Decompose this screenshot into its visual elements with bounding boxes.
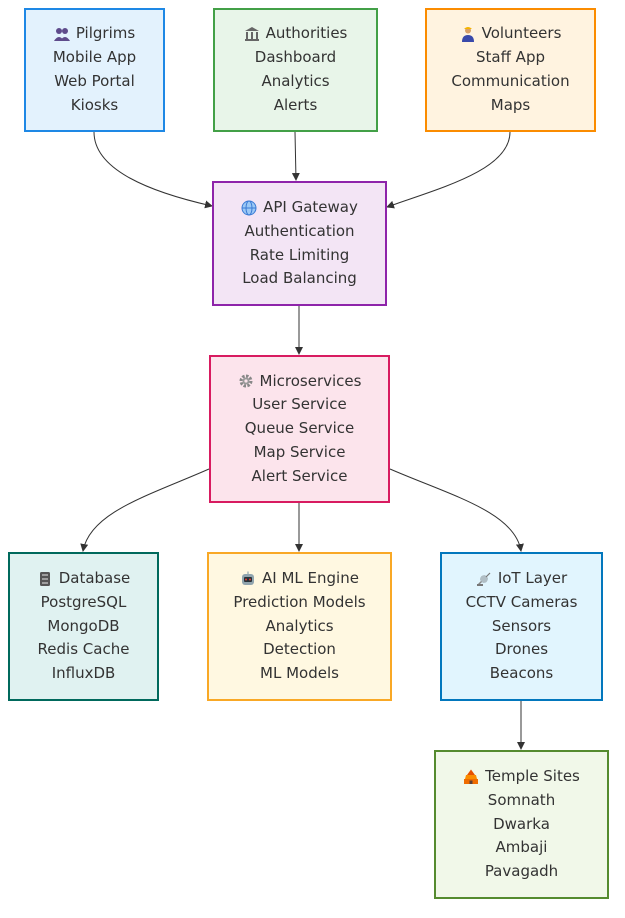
ai-line-1: Prediction Models <box>233 592 366 611</box>
iot-line-2: Sensors <box>491 616 552 635</box>
temples-title: Temple Sites <box>485 767 580 785</box>
api-gateway-node: API Gateway Authentication Rate Limiting… <box>212 181 387 306</box>
database-line-3: Redis Cache <box>37 640 130 659</box>
iot-layer-node: IoT Layer CCTV Cameras Sensors Drones Be… <box>440 552 603 701</box>
micro-line-4: Alert Service <box>251 466 348 485</box>
authorities-node: Authorities Dashboard Analytics Alerts <box>213 8 378 132</box>
iot-line-4: Beacons <box>489 664 554 683</box>
ai-line-4: ML Models <box>260 664 339 683</box>
micro-line-3: Map Service <box>253 442 346 461</box>
iot-line-1: CCTV Cameras <box>465 592 578 611</box>
people-icon <box>53 26 70 42</box>
pilgrims-line-1: Mobile App <box>52 48 137 67</box>
edge-micro-to-database <box>80 468 210 552</box>
volunteers-line-1: Staff App <box>475 48 545 67</box>
temples-line-4: Pavagadh <box>484 862 559 881</box>
ai-line-3: Detection <box>263 640 336 659</box>
iot-title: IoT Layer <box>497 569 568 587</box>
gateway-line-2: Rate Limiting <box>249 245 350 264</box>
database-icon <box>37 571 53 587</box>
globe-icon <box>241 200 257 216</box>
temple-sites-node: Temple Sites Somnath Dwarka Ambaji Pavag… <box>434 750 609 899</box>
pilgrims-line-3: Kiosks <box>70 95 119 114</box>
building-icon <box>244 26 260 42</box>
ai-title: AI ML Engine <box>262 569 359 587</box>
database-line-2: MongoDB <box>47 616 120 635</box>
edge-authorities-to-gateway <box>291 131 300 181</box>
ai-ml-engine-node: AI ML Engine Prediction Models Analytics… <box>207 552 392 701</box>
gateway-line-1: Authentication <box>244 221 355 240</box>
volunteers-line-3: Maps <box>490 95 531 114</box>
temples-line-2: Dwarka <box>493 814 550 833</box>
database-node: Database PostgreSQL MongoDB Redis Cache … <box>8 552 159 701</box>
iot-line-3: Drones <box>494 640 549 659</box>
micro-line-1: User Service <box>252 395 347 414</box>
robot-icon <box>240 571 256 587</box>
authorities-title: Authorities <box>265 24 348 43</box>
temples-line-3: Ambaji <box>495 838 548 857</box>
database-line-1: PostgreSQL <box>40 592 127 611</box>
volunteers-title: Volunteers <box>481 24 562 43</box>
gateway-line-3: Load Balancing <box>242 269 357 288</box>
ai-line-2: Analytics <box>265 616 334 635</box>
volunteers-line-2: Communication <box>451 72 570 90</box>
database-line-4: InfluxDB <box>51 664 116 683</box>
gateway-title: API Gateway <box>263 197 358 216</box>
microservices-node: Microservices User Service Queue Service… <box>209 355 390 503</box>
authorities-line-1: Dashboard <box>254 48 337 67</box>
satellite-icon <box>476 571 492 587</box>
pilgrims-node: Pilgrims Mobile App Web Portal Kiosks <box>24 8 165 132</box>
edge-volunteers-to-gateway <box>386 131 511 209</box>
edge-pilgrims-to-gateway <box>93 131 213 209</box>
micro-line-2: Queue Service <box>244 419 355 438</box>
temples-line-1: Somnath <box>487 790 556 809</box>
pilgrims-title: Pilgrims <box>75 24 136 43</box>
authorities-line-3: Alerts <box>273 95 318 114</box>
worker-icon <box>460 26 476 43</box>
pilgrims-line-2: Web Portal <box>54 72 135 90</box>
database-title: Database <box>58 569 131 587</box>
temple-icon <box>463 769 479 785</box>
gear-icon <box>238 373 254 389</box>
micro-title: Microservices <box>259 371 362 390</box>
edge-micro-to-iot <box>389 468 524 552</box>
volunteers-node: Volunteers Staff App Communication Maps <box>425 8 596 132</box>
authorities-line-2: Analytics <box>261 72 330 90</box>
